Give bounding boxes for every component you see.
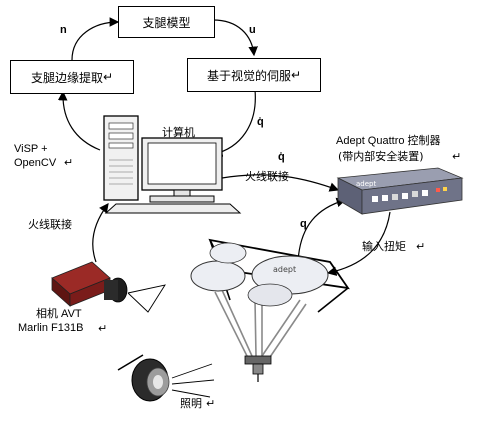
camera-label-line2: Marlin F131B [18,322,84,334]
edge-symbol-q-dot-servo: q̇ [257,116,264,128]
controller-label-line1: Adept Quattro 控制器 [336,135,441,147]
lighting-label: 照明 [180,397,202,410]
edge-symbol-n: n [60,24,67,36]
camera-view-lines [127,284,166,313]
robot-brand-logo: adept [273,265,296,274]
delta-robot: adept [190,238,350,382]
computer-tower [103,115,139,201]
visp-label-line1: ViSP + [14,143,48,155]
leg-model-box: 支腿模型 [118,6,215,38]
arrow-controller-to-robot [326,211,391,276]
camera-label-line1: 相机 AVT [36,308,82,320]
arrow-computer-to-controller [221,174,340,192]
edge-symbol-q: q [300,218,307,230]
arrow-camera-to-computer [92,203,109,263]
controller-brand-logo: adept [356,180,376,188]
leg-edge-extraction-label: 支腿边缘提取 [30,70,103,85]
visual-servo-label: 基于视觉的伺服 [206,68,291,83]
leg-edge-extraction-return-mark: ↵ [102,70,114,84]
arrow-robot-to-controller [297,197,347,263]
visp-return-mark: ↵ [64,157,74,169]
controller-label-line2: (带内部安全装置) [338,150,424,163]
visp-label-line2: OpenCV [14,157,57,169]
edge-symbol-u: u [249,24,256,36]
lamp [117,354,170,402]
computer-monitor [141,137,223,203]
firewire-computer-controller-label: 火线联接 [245,170,289,183]
computer-keyboard [104,203,242,214]
arrow-model-to-servo [212,19,258,57]
arrow-extract-to-model [71,17,120,61]
arrow-computer-to-extract [57,90,101,151]
visual-servo-box: 基于视觉的伺服 ↵ [187,58,321,92]
input-torque-return-mark: ↵ [416,240,426,253]
controller-return-mark: ↵ [452,150,462,163]
light-rays [171,363,215,398]
lighting-return-mark: ↵ [206,397,216,410]
leg-model-label: 支腿模型 [142,15,191,30]
camera-return-mark: ↵ [98,322,108,335]
firewire-camera-computer-label: 火线联接 [28,218,72,231]
input-torque-label: 输入扭矩 [362,240,406,253]
leg-edge-extraction-box: 支腿边缘提取 ↵ [10,60,134,94]
visual-servo-return-mark: ↵ [290,68,302,82]
computer-label: 计算机 [162,126,195,139]
camera [51,261,128,307]
controller-unit: adept [336,167,464,215]
edge-symbol-q-dot-controller: q̇ [278,151,285,163]
